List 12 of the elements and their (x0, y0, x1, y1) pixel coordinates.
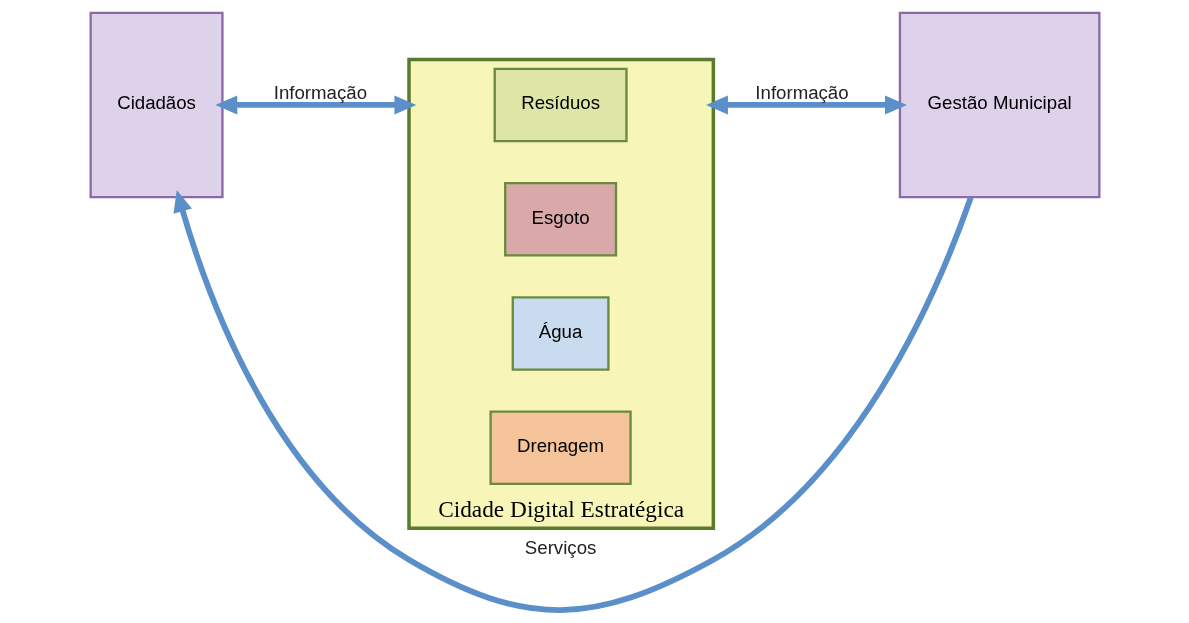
edge-label: Informação (273, 81, 367, 103)
arrow (214, 95, 416, 115)
node-box: Drenagem (488, 410, 632, 486)
node-box: Esgoto (503, 181, 617, 257)
edge-label: Serviços (524, 536, 596, 558)
node-box: Água (511, 296, 610, 371)
node-box: Gestão Municipal (898, 11, 1100, 199)
edge-label: Informação (754, 81, 849, 103)
node-box: Cidadãos (89, 11, 224, 199)
node-box: Resíduos (493, 67, 628, 143)
arrow (705, 95, 907, 115)
arrow (173, 190, 974, 613)
